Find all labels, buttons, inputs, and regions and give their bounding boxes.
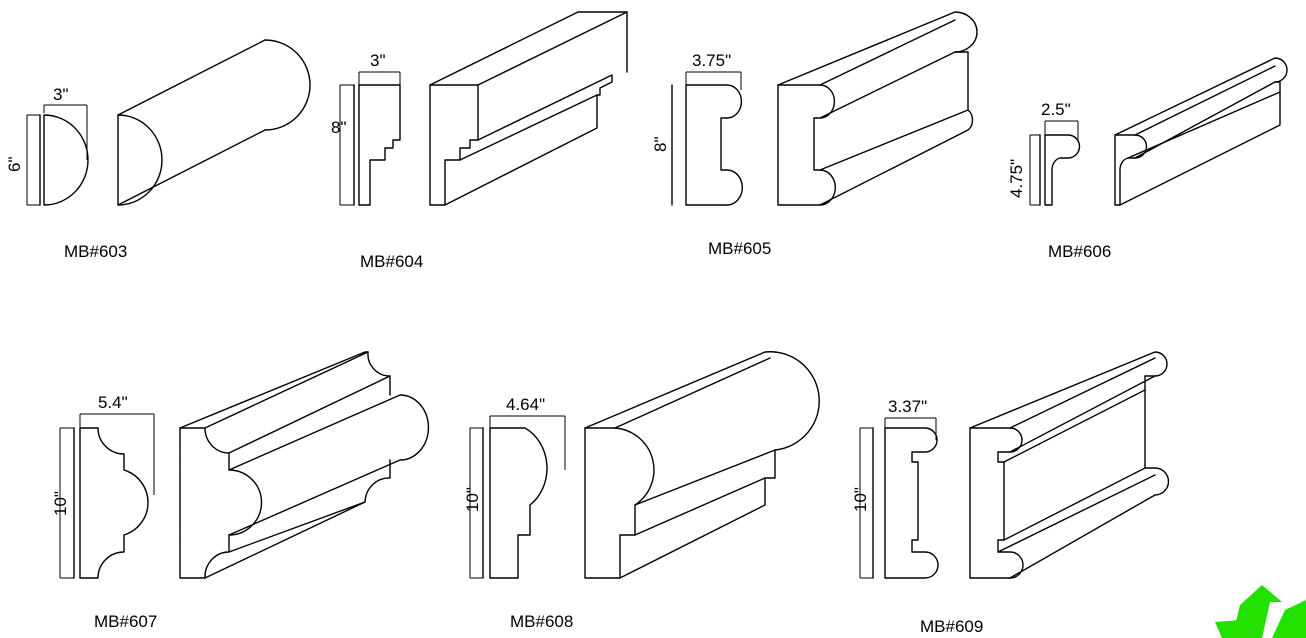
profile-3d-mb608 [584, 351, 820, 579]
profile-3d-mb605 [777, 11, 978, 206]
width-dimension: 4.64" [506, 395, 545, 414]
recycle-icon [1215, 585, 1306, 638]
profile-3d-mb603 [117, 39, 311, 206]
height-dimension: 10" [463, 487, 482, 512]
height-dimension: 6" [5, 157, 24, 173]
profile-mb604: 3" 8" MB#604 [331, 11, 628, 271]
profile-mb609: 3.37" 10" MB#609 [851, 351, 1170, 636]
profile-section-mb609 [859, 417, 939, 579]
height-dimension: 4.75" [1007, 159, 1026, 198]
model-label: MB#609 [920, 617, 983, 636]
profile-section-mb608 [469, 415, 566, 579]
profile-mb607: 5.4" 10" MB#607 [51, 351, 430, 631]
height-dimension: 10" [51, 491, 70, 516]
model-label: MB#606 [1048, 242, 1111, 261]
model-label: MB#603 [64, 242, 127, 261]
profile-mb606: 2.5" 4.75" MB#606 [1007, 57, 1288, 261]
width-dimension: 3" [53, 85, 69, 104]
model-label: MB#607 [94, 612, 157, 631]
profile-section-mb604 [339, 71, 401, 206]
profile-section-mb607 [59, 413, 155, 579]
profile-3d-mb607 [179, 351, 430, 579]
width-dimension: 5.4" [98, 393, 128, 412]
height-dimension: 8" [331, 118, 347, 137]
width-dimension: 2.5" [1041, 100, 1071, 119]
model-label: MB#604 [360, 252, 423, 271]
profile-section-mb606 [1029, 120, 1081, 206]
model-label: MB#605 [708, 239, 771, 258]
model-label: MB#608 [510, 612, 573, 631]
profile-mb603: 3" 6" MB#603 [5, 39, 311, 261]
profile-3d-mb609 [969, 351, 1170, 579]
profile-mb608: 4.64" 10" MB#608 [463, 351, 820, 631]
height-dimension: 8" [651, 137, 670, 153]
profile-section-mb603 [26, 104, 89, 206]
width-dimension: 3.75" [692, 51, 731, 70]
profile-3d-mb604 [429, 11, 628, 206]
width-dimension: 3.37" [888, 397, 927, 416]
profile-3d-mb606 [1114, 57, 1288, 206]
profile-mb605: 3.75" 8" MB#605 [651, 11, 978, 258]
profile-section-mb605 [671, 71, 744, 206]
height-dimension: 10" [851, 487, 870, 512]
width-dimension: 3" [370, 51, 386, 70]
